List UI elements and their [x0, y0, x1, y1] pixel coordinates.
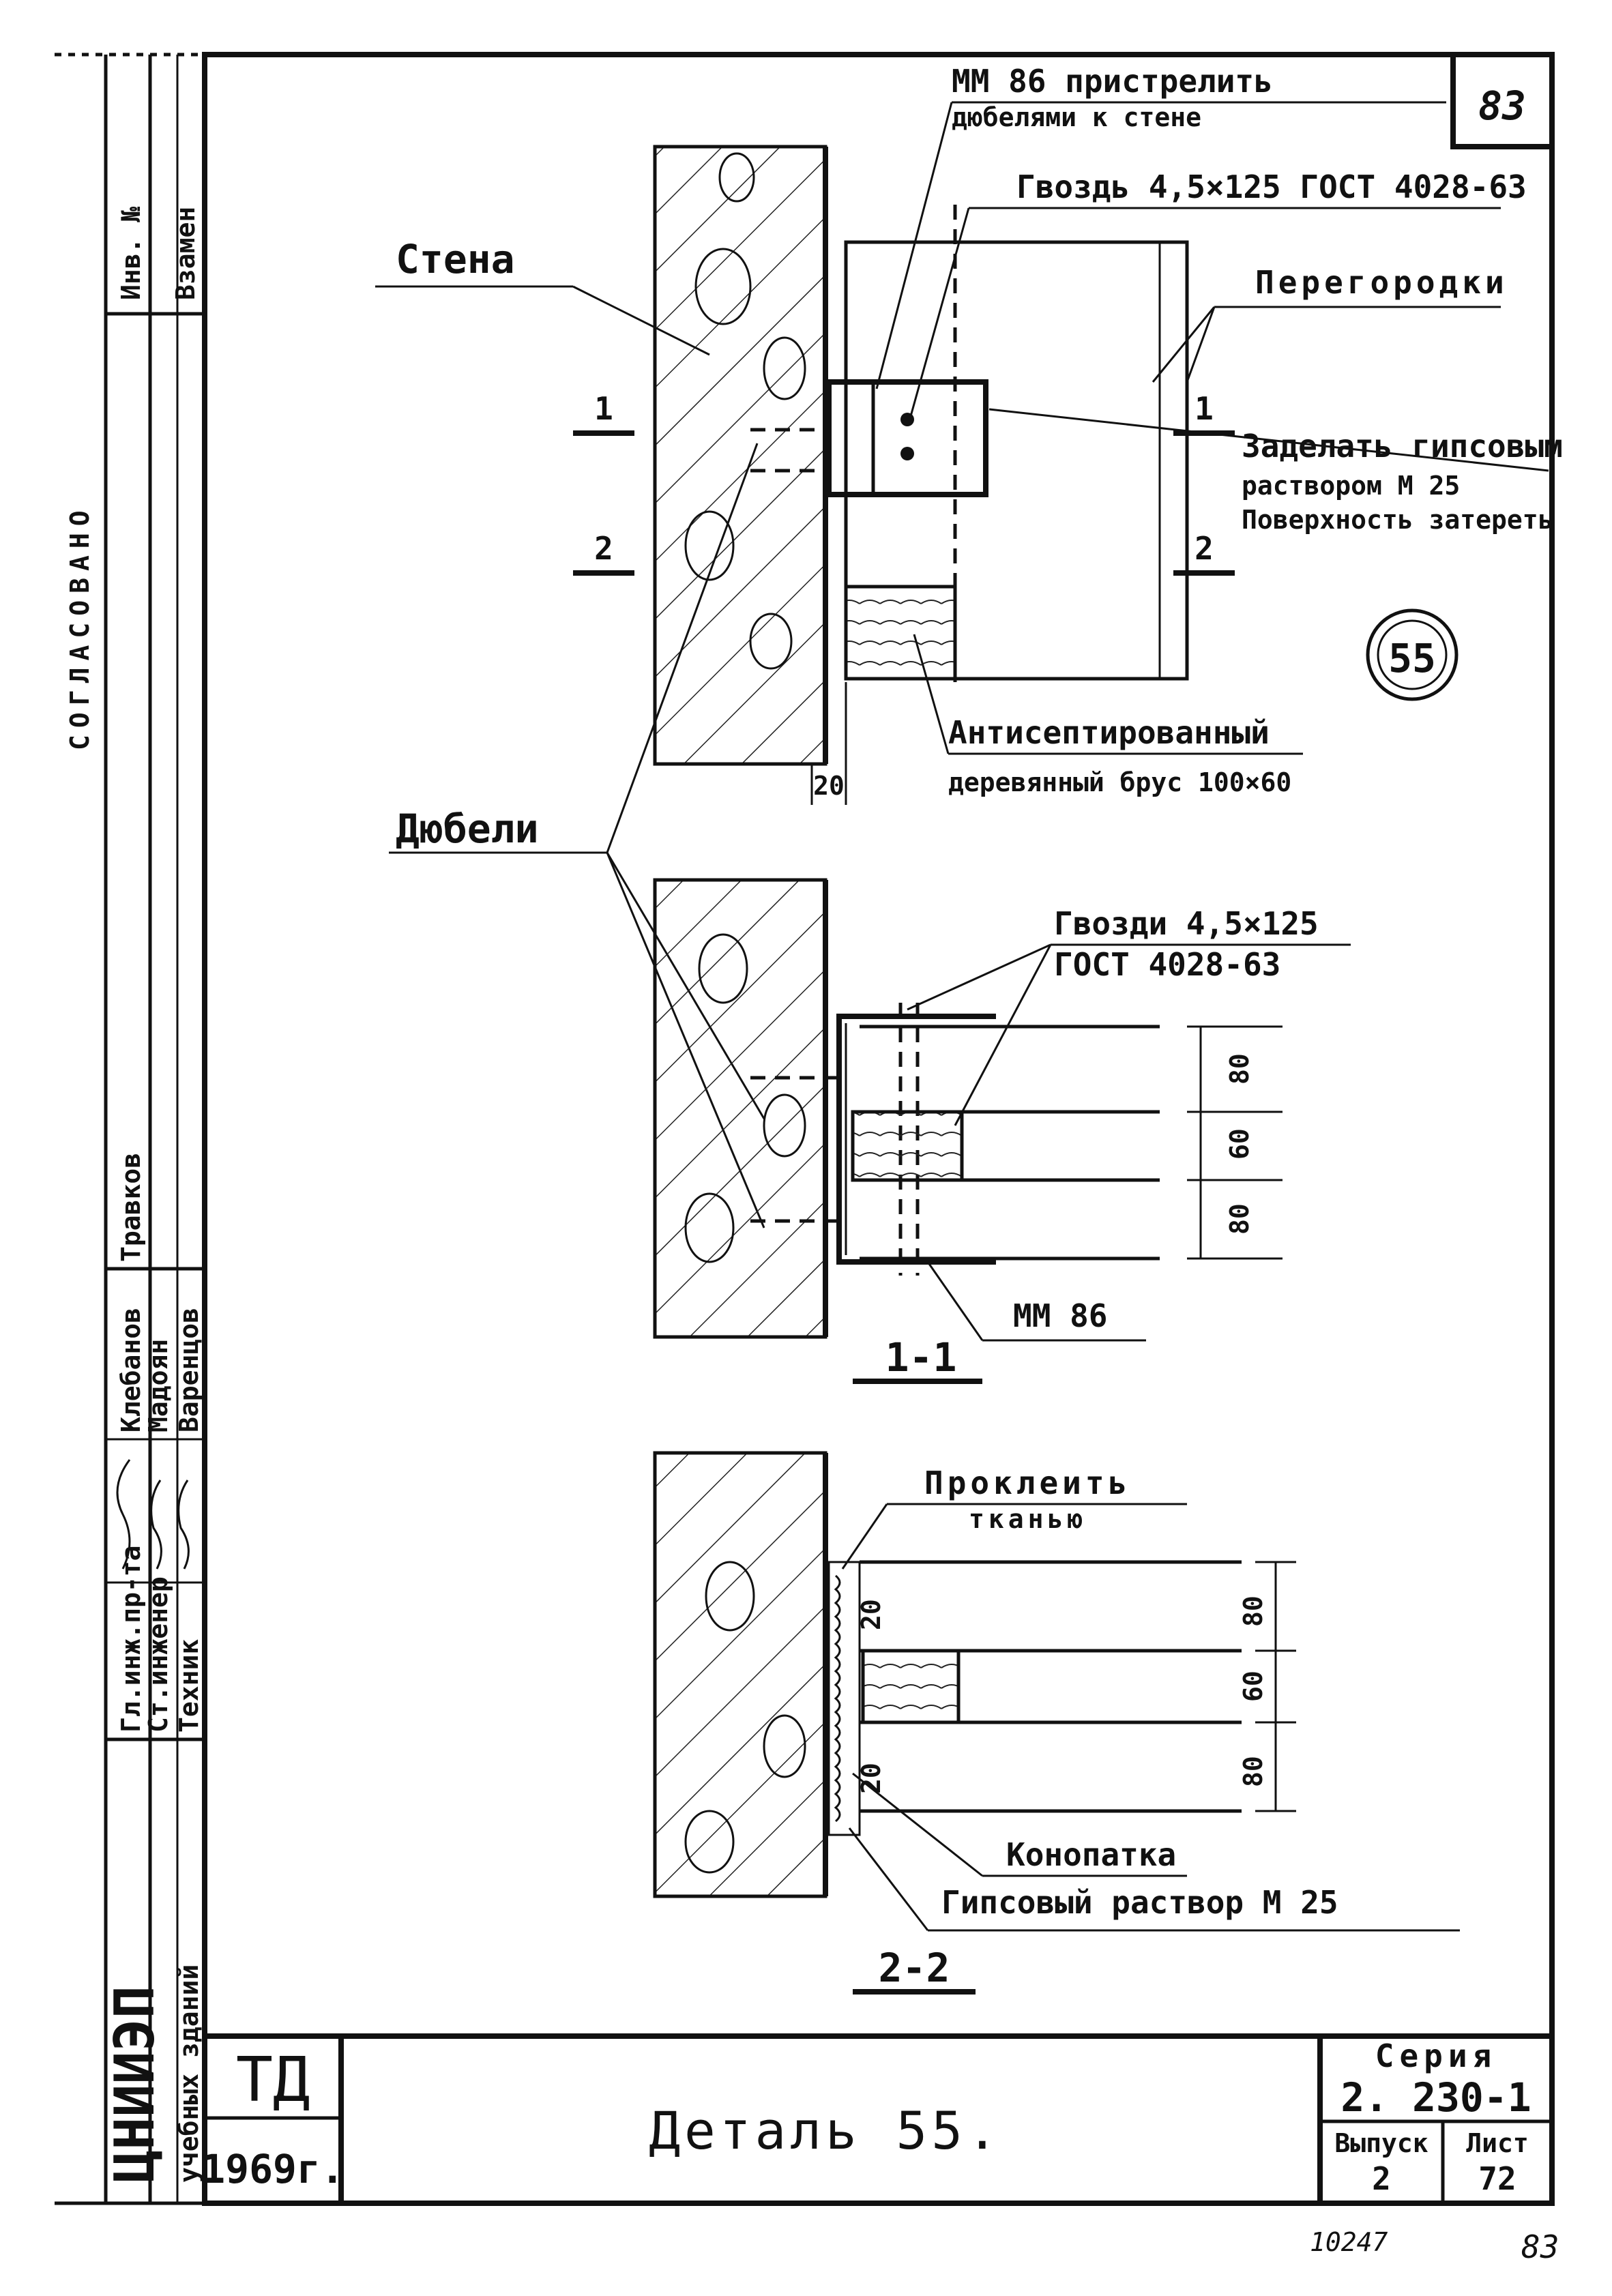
section-1-1: 80 60 80 Гвозди 4,5×125 ГОСТ 4028-63 ММ … — [653, 878, 1351, 1384]
label-gypsum-mortar: Гипсовый раствор М 25 — [941, 1884, 1338, 1921]
label-dowels: Дюбели — [396, 806, 539, 852]
dim-wall-gap: 20 — [813, 771, 845, 801]
role-2: Ст.инженер — [143, 1576, 173, 1733]
section-1-1-title: 1-1 — [885, 1334, 957, 1381]
label-caulk: Конопатка — [1006, 1836, 1176, 1873]
name-2: Мадоян — [143, 1339, 173, 1432]
title-block: ТД 1969г. Деталь 55. Серия 2. 230-1 Выпу… — [201, 2033, 1552, 2203]
wall-section-2 — [653, 1451, 827, 1898]
wood-beam-section-2 — [861, 1649, 961, 1724]
footer-inventory: 10247 — [1310, 2227, 1388, 2257]
label-nails-s1-2: ГОСТ 4028-63 — [1054, 946, 1280, 983]
sheet-number-top: 83 — [1478, 83, 1526, 129]
label-mm86-top-2: дюбелями к стене — [952, 102, 1201, 132]
detail-marker-number: 55 — [1388, 635, 1436, 681]
replaces-label: Взамен — [171, 207, 201, 300]
sheet-value: 72 — [1478, 2160, 1516, 2197]
mm86-clamp-plan — [826, 379, 988, 497]
dim-s2-top: 80 — [1238, 1595, 1268, 1627]
side-strip: Инв. № Взамен СОГЛАСОВАНО Гл.инж.пр-та С… — [65, 55, 205, 2203]
cut-2-left: 2 — [594, 530, 613, 567]
label-beam-1: Антисептированный — [948, 714, 1270, 751]
label-partitions: Перегородки — [1255, 264, 1508, 301]
issue-label: Выпуск — [1334, 2128, 1428, 2158]
name-extra: Травков — [116, 1153, 146, 1262]
issue-value: 2 — [1372, 2160, 1391, 2197]
wood-beam-section-1 — [851, 1110, 964, 1182]
approved-label: СОГЛАСОВАНО — [65, 503, 95, 750]
sheet-number-box — [1450, 52, 1555, 149]
dim-s1-mid: 60 — [1225, 1128, 1255, 1160]
org-subtitle: учебных зданий — [174, 1964, 204, 2183]
cut-2-right: 2 — [1195, 530, 1214, 567]
cut-1-right: 1 — [1195, 390, 1214, 427]
label-gypsum-1: Заделать гипсовым — [1242, 428, 1563, 465]
org-name: ЦНИИЭП — [103, 1986, 166, 2183]
dim-s2-gap-top: 20 — [856, 1599, 886, 1630]
label-beam-2: деревянный брус 100×60 — [948, 767, 1291, 797]
cut-1-left: 1 — [594, 390, 613, 427]
wall-plan — [653, 145, 827, 766]
section-2-2-title: 2-2 — [879, 1945, 950, 1991]
detail-marker — [1366, 608, 1459, 701]
label-fabric-1: Проклеить — [924, 1465, 1131, 1501]
drawing-title: Деталь 55. — [649, 2100, 1002, 2161]
plan-view: 20 1 2 1 2 Стена ММ 86 пристрелить дюбел… — [375, 63, 1563, 805]
role-3: Техник — [174, 1639, 204, 1733]
caulk-gap — [827, 1561, 861, 1836]
role-1: Гл.инж.пр-та — [116, 1545, 146, 1733]
label-mm86-top-1: ММ 86 пристрелить — [952, 63, 1273, 100]
partition-plan — [844, 240, 1189, 681]
dim-s2-bot: 80 — [1238, 1756, 1268, 1787]
wall-section-1 — [653, 878, 827, 1339]
label-nail-top: Гвоздь 4,5×125 ГОСТ 4028-63 — [1016, 168, 1527, 205]
footer-page: 83 — [1521, 2228, 1559, 2265]
label-wall: Стена — [396, 236, 515, 282]
series-value: 2. 230-1 — [1340, 2074, 1531, 2121]
td-mark: ТД — [236, 2044, 310, 2116]
label-mm86-s1: ММ 86 — [1013, 1297, 1107, 1334]
name-3: Варенцов — [174, 1308, 204, 1432]
sheet-frame — [202, 52, 1555, 2206]
label-nails-s1-1: Гвозди 4,5×125 — [1054, 905, 1319, 942]
dim-s2-mid: 60 — [1238, 1671, 1268, 1702]
inv-no-label: Инв. № — [116, 207, 146, 300]
wood-beam-plan — [844, 585, 957, 681]
year: 1969г. — [201, 2146, 345, 2192]
name-1: Клебанов — [116, 1308, 146, 1432]
dim-s1-bot: 80 — [1225, 1203, 1255, 1235]
series-label: Серия — [1375, 2037, 1497, 2074]
section-2-2: 80 60 80 20 20 Проклеить тканью Конопатк… — [653, 1451, 1460, 1995]
dim-s1-top: 80 — [1225, 1053, 1255, 1085]
label-gypsum-2: раствором М 25 — [1242, 471, 1460, 501]
label-gypsum-3: Поверхность затереть — [1242, 505, 1554, 535]
label-fabric-2: тканью — [969, 1504, 1087, 1534]
sheet-label: Лист — [1466, 2128, 1529, 2158]
